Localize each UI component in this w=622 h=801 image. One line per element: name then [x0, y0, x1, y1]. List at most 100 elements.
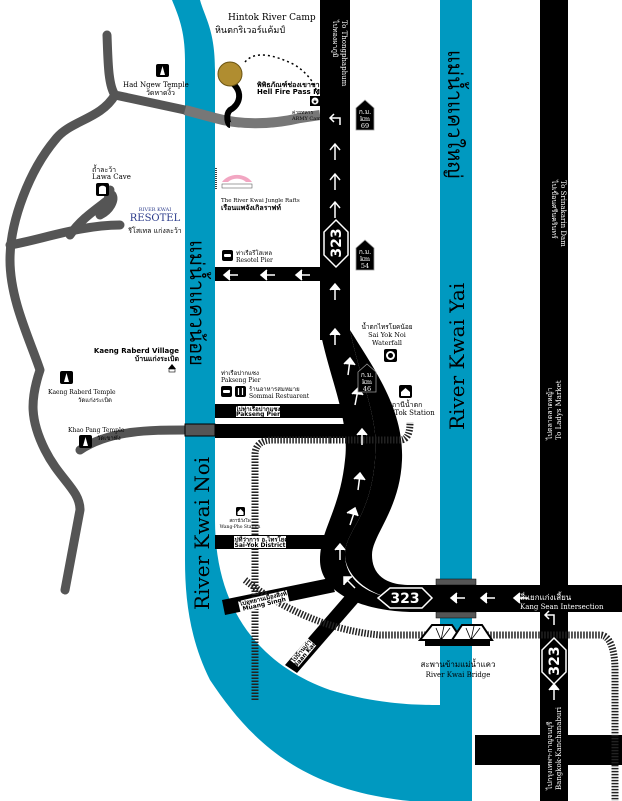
highway-shield-horizontal: 323: [376, 587, 434, 609]
direction-arrows: [222, 113, 560, 700]
jungle-rafts-en: The River Kwai Jungle Rafts: [221, 198, 300, 204]
svg-text:ก.ม.: ก.ม.: [359, 108, 371, 116]
boat-pier-icon: [222, 250, 233, 261]
sai-yok-noi-th: น้ำตกไทรโยคน้อย: [361, 322, 412, 331]
river-kwai-yai: [440, 0, 472, 801]
khao-pang-temple-en: Khao Pang Temple: [68, 427, 125, 434]
temple-icon: [60, 371, 73, 384]
train-station-icon: [399, 385, 412, 398]
jungle-rafts-th: เรือนแพจังเกิลราฟท์: [221, 203, 281, 212]
svg-text:ก.ม.: ก.ม.: [361, 371, 373, 379]
to-bangkok-en: Bangkok-Kanchanaburi: [555, 706, 563, 790]
lawa-cave-th: ถ้ำละว้า: [92, 163, 116, 174]
svg-text:km: km: [360, 115, 370, 123]
fork-knife-icon: [235, 386, 246, 397]
saiyok-district-sign: [234, 536, 286, 548]
lawa-cave-en: Lawa Cave: [92, 173, 131, 181]
hintok-camp-th: หินตกริเวอร์แค้มป์: [215, 24, 285, 36]
village-icon: [168, 364, 176, 373]
to-srinakarin-th: ไปเขื่อนศรีนครินทร์: [550, 179, 559, 239]
namtok-station-en: Nam-Tok Station: [375, 409, 435, 417]
resotel-brand-top: RIVER KWAI: [139, 207, 171, 213]
svg-text:km: km: [362, 378, 372, 386]
pakseng-road-th: ไปท่าเรือปากแซง: [235, 405, 281, 413]
river-kwai-noi-label: River Kwai Noi: [190, 457, 214, 610]
train-station-icon: [236, 507, 245, 516]
highway-number-label: 323: [390, 591, 419, 607]
highway-number-label: 323: [547, 646, 563, 675]
to-srinakarin-en: To Srinakarin Dam: [559, 180, 567, 247]
sai-yok-noi-en1: Sai Yok Noi: [368, 331, 406, 339]
svg-text:★: ★: [312, 99, 317, 106]
to-bangkok-th: ไปกรุงเทพฯ-กาญจนบุรี: [545, 721, 554, 791]
wangpho-station-en: Wang-Pho Station: [220, 524, 261, 530]
sai-yok-noi-en2: Waterfall: [372, 339, 402, 347]
hellfire-access-road: [183, 105, 321, 129]
to-ladys-market-th: ไปตลาดลาดหญ้า: [545, 387, 554, 441]
sommai-restaurant-th: ร้านอาหารสมหมาย: [249, 386, 300, 393]
pakseng-road-sign: [236, 406, 280, 417]
wangpho-station-th: สถานีวังโพ: [229, 517, 250, 524]
saiyok-district-en: Sai-Yok District: [235, 542, 286, 549]
km-marker-69: ก.ม. km 69: [355, 99, 375, 131]
resotel-pier-en: Resotel Pier: [236, 257, 273, 264]
hintok-track: [224, 77, 243, 128]
khao-pang-temple-th: วัดเขาพัง: [97, 435, 121, 442]
to-thongphaphum-th: ไปทองผาภูมิ: [331, 19, 340, 57]
road-crossing-kwai-noi: [184, 423, 216, 437]
river-kwai-noi: [172, 0, 440, 801]
sommai-restaurant-en: Sommai Restuarent: [249, 393, 310, 400]
kang-sean-th: สี่แยกแก่งเสี้ยน: [520, 591, 572, 602]
km-marker-54: ก.ม. km 54: [355, 239, 375, 271]
to-thongphaphum-en: To Thongphaphum: [340, 20, 348, 87]
temple-icon: [79, 435, 92, 448]
resotel-th: รีโสเทล แก่งละว้า: [128, 226, 182, 235]
namtok-station-th: สถานีน้ำตก: [388, 398, 423, 409]
kaeng-raberd-village-th: บ้านแก่งระเบิด: [135, 354, 180, 363]
temple-icon: [156, 64, 169, 77]
highway-shield-vertical: 323: [323, 218, 349, 269]
highway-shield-south: 323: [541, 636, 567, 686]
road-bridge-kwai-yai-lower: [435, 611, 477, 619]
kaeng-raberd-temple-en: Kaeng Raberd Temple: [48, 389, 116, 396]
hellfire-en: Hell Fire Pass Museum: [257, 88, 346, 96]
svg-text:54: 54: [361, 262, 369, 270]
highway-number-label: 323: [329, 228, 345, 257]
bridge-label-en: River Kwai Bridge: [426, 671, 491, 679]
had-ngew-temple-en: Had Ngew Temple: [123, 81, 189, 89]
river-kwai-bridge-icon: [417, 624, 494, 646]
hintok-camp-en: Hintok River Camp: [228, 13, 316, 23]
minor-roads: [5, 30, 190, 595]
pakseng-road-en: Pakseng Pier: [236, 411, 280, 418]
bridge-label-th: สะพานข้ามแม่น้ำแคว: [420, 658, 495, 669]
pakseng-pier-th: ท่าเรือปากแซง: [221, 369, 259, 377]
svg-text:ก.ม.: ก.ม.: [359, 248, 371, 256]
pakseng-pier-en: Pakseng Pier: [221, 377, 261, 384]
army-camp-th: ค่ายทหาร: [292, 110, 313, 116]
saiyok-district-th: ไปที่ว่าการ อ.ไทรโยค: [231, 535, 289, 544]
kang-sean-en: Kang Sean Intersection: [520, 603, 604, 611]
km-marker-46: ก.ม. km 46: [357, 363, 377, 393]
hintok-camp-logo: [217, 61, 243, 87]
star-museum-icon: ★: [310, 96, 320, 106]
resotel-pier-th: ท่าเรือรีโสเทล: [236, 249, 272, 257]
cave-icon: [96, 183, 109, 196]
river-kwai-noi-thai-label: แม่น้ำแควน้อย: [185, 240, 211, 366]
svg-text:46: 46: [363, 385, 371, 393]
river-kwai-yai-label: River Kwai Yai: [445, 283, 469, 430]
resotel-logo: RESOTEL: [130, 213, 181, 224]
kaeng-raberd-village-en: Kaeng Raberd Village: [94, 347, 179, 355]
kaeng-raberd-temple-th: วัดแก่งระเบิด: [78, 397, 112, 404]
boat-pier-icon: [221, 386, 232, 397]
had-ngew-temple-th: วัดหาดงิ้ว: [146, 86, 175, 97]
svg-text:km: km: [360, 255, 370, 263]
river-kwai-yai-thai-label: แม่น้ำแควใหญ่: [443, 50, 469, 178]
waterfall-icon: [384, 349, 397, 362]
army-camp-en: ARMY Camp: [291, 116, 324, 122]
jungle-rafts-logo: [221, 174, 253, 189]
hellfire-th: พิพิธภัณฑ์ช่องเขาขาด: [257, 80, 325, 89]
road-bridge-kwai-yai: [435, 578, 477, 586]
to-ladys-market-en: To Ladys Market: [555, 380, 563, 440]
svg-text:69: 69: [361, 122, 369, 130]
